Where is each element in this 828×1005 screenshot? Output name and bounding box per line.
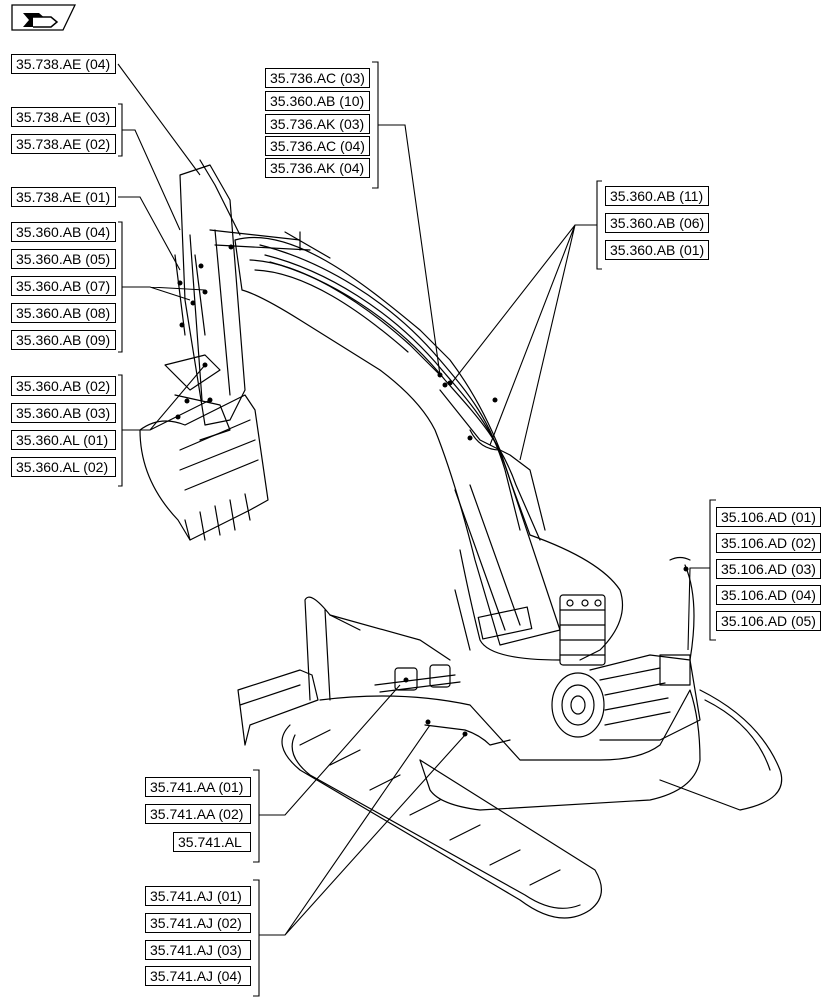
part-label[interactable]: 35.106.AD (03) <box>716 559 821 579</box>
part-label[interactable]: 35.738.AE (01) <box>11 187 116 207</box>
part-label[interactable]: 35.106.AD (01) <box>716 507 821 527</box>
part-label[interactable]: 35.741.AJ (02) <box>145 913 251 933</box>
part-label[interactable]: 35.741.AA (01) <box>145 777 251 797</box>
part-label[interactable]: 35.106.AD (02) <box>716 533 821 553</box>
part-label[interactable]: 35.360.AB (07) <box>11 276 116 296</box>
part-label[interactable]: 35.360.AB (06) <box>605 213 709 233</box>
swing-cylinder <box>374 674 461 693</box>
part-label[interactable]: 35.360.AB (02) <box>11 376 116 396</box>
bucket <box>139 394 269 541</box>
part-label[interactable]: 35.360.AB (03) <box>11 403 116 423</box>
part-label[interactable]: 35.736.AK (03) <box>265 114 370 134</box>
part-label[interactable]: 35.741.AJ (04) <box>145 966 251 986</box>
prev-page-arrow-icon <box>11 4 77 31</box>
arm-cylinder <box>209 229 311 251</box>
part-label[interactable]: 35.738.AE (03) <box>11 107 116 127</box>
hose-bundle <box>259 244 521 531</box>
part-label[interactable]: 35.741.AL <box>173 832 251 852</box>
part-label[interactable]: 35.741.AA (02) <box>145 804 251 824</box>
part-label[interactable]: 35.736.AK (04) <box>265 158 370 178</box>
right-track <box>659 689 783 811</box>
part-label[interactable]: 35.360.AL (02) <box>11 457 116 477</box>
part-label[interactable]: 35.360.AB (11) <box>605 186 709 206</box>
part-label[interactable]: 35.360.AB (08) <box>11 303 116 323</box>
prev-page-button[interactable] <box>11 4 77 31</box>
part-label[interactable]: 35.738.AE (04) <box>11 54 116 74</box>
part-label[interactable]: 35.736.AC (03) <box>265 68 370 88</box>
part-label[interactable]: 35.360.AL (01) <box>11 430 116 450</box>
leader-top-left <box>117 63 201 176</box>
control-valve <box>559 594 606 666</box>
part-label[interactable]: 35.741.AJ (01) <box>145 886 251 906</box>
part-label[interactable]: 35.360.AB (05) <box>11 249 116 269</box>
upper-body <box>319 689 701 811</box>
part-label[interactable]: 35.106.AD (04) <box>716 585 821 605</box>
arm-outline <box>179 164 246 426</box>
engine-pump <box>551 654 701 741</box>
boom-outline <box>234 236 561 646</box>
part-label[interactable]: 35.360.AB (01) <box>605 240 709 260</box>
cab-frame <box>304 596 361 701</box>
part-label[interactable]: 35.736.AC (04) <box>265 136 370 156</box>
left-track <box>281 724 602 919</box>
dozer-blade <box>237 669 319 746</box>
part-label[interactable]: 35.106.AD (05) <box>716 611 821 631</box>
boom-cylinder <box>454 484 521 631</box>
part-label[interactable]: 35.741.AJ (03) <box>145 940 251 960</box>
part-label[interactable]: 35.738.AE (02) <box>11 134 116 154</box>
part-label[interactable]: 35.360.AB (10) <box>265 91 370 111</box>
part-label[interactable]: 35.360.AB (09) <box>11 330 116 350</box>
part-label[interactable]: 35.360.AB (04) <box>11 222 116 242</box>
